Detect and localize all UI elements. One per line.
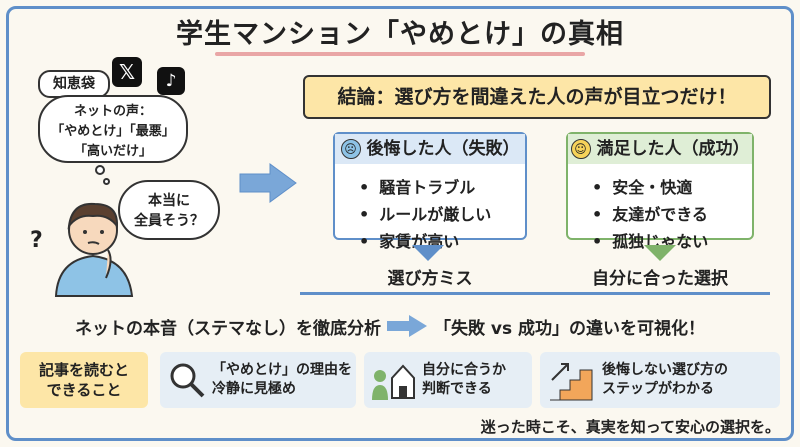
benefits-label: 記事を読むと できること <box>20 352 148 408</box>
benefit-1-line2: 冷静に見極め <box>212 381 296 397</box>
benefit-1-text: 「やめとけ」の理由を 冷静に見極め <box>212 361 352 399</box>
question-bubble: 本当に 全員そう？ <box>118 180 220 240</box>
stairs-icon <box>550 363 593 401</box>
benefit-card-2: 自分に合うか 判断できる <box>364 352 532 408</box>
success-list: 安全・快適 友達ができる 孤独じゃない <box>592 174 708 255</box>
net-voice-line3: 「高いだけ」 <box>73 144 152 159</box>
success-card-title: 満足した人（成功） <box>596 139 750 159</box>
right-arrow-icon <box>239 163 297 203</box>
fail-card-title: 後悔した人（失敗） <box>366 139 520 159</box>
benefit-card-1: 「やめとけ」の理由を 冷静に見極め <box>160 352 356 408</box>
smile-face-icon: ☺ <box>570 139 591 159</box>
benefit-3-text: 後悔しない選び方の ステップがわかる <box>602 361 728 399</box>
success-card-header: ☺満足した人（成功） <box>568 134 752 164</box>
list-item: 孤独じゃない <box>592 228 708 255</box>
success-down-arrow-icon <box>644 245 676 261</box>
fail-result: 選び方ミス <box>387 269 473 289</box>
sad-face-icon: ☹ <box>340 139 361 159</box>
analysis-left-text: ネットの本音（ステマなし）を徹底分析 <box>75 319 381 339</box>
net-voice-bubble: ネットの声： 「やめとけ」「最悪」 「高いだけ」 <box>38 95 188 163</box>
net-voice-line1: ネットの声： <box>73 104 152 119</box>
thought-dot-2 <box>103 178 110 185</box>
success-card: ☺満足した人（成功） 安全・快適 友達ができる 孤独じゃない <box>566 132 754 251</box>
benefit-1-line1: 「やめとけ」の理由を <box>212 362 352 378</box>
page-frame <box>6 6 794 441</box>
analysis-right-text: 「失敗 vs 成功」の違いを可視化！ <box>434 319 706 339</box>
question-line2: 全員そう？ <box>134 213 204 229</box>
fail-card-header: ☹後悔した人（失敗） <box>335 134 525 164</box>
question-mark: ? <box>30 228 43 253</box>
list-item: ルールが厳しい <box>359 201 491 228</box>
analysis-arrow-icon <box>387 315 427 337</box>
conclusion-banner: 結論：選び方を間違えた人の声が目立つだけ！ <box>303 75 771 119</box>
page-title: 学生マンション「やめとけ」の真相 <box>176 19 624 50</box>
benefit-card-3: 後悔しない選び方の ステップがわかる <box>540 352 780 408</box>
x-logo-icon: 𝕏 <box>112 57 142 87</box>
benefit-2-text: 自分に合うか 判断できる <box>422 361 506 399</box>
benefit-2-line1: 自分に合うか <box>422 362 506 378</box>
person-house-icon <box>372 364 415 400</box>
list-item: 友達ができる <box>592 201 708 228</box>
list-item: 騒音トラブル <box>359 174 491 201</box>
title-underline <box>215 52 585 56</box>
fail-list: 騒音トラブル ルールが厳しい 家賃が高い <box>359 174 491 255</box>
benefits-label-line2: できること <box>46 381 122 399</box>
list-item: 安全・快適 <box>592 174 708 201</box>
fail-down-arrow-icon <box>412 245 444 261</box>
benefit-3-line1: 後悔しない選び方の <box>602 362 728 378</box>
benefits-label-line1: 記事を読むと <box>38 361 129 379</box>
question-line1: 本当に <box>148 193 190 209</box>
results-bracket-line <box>300 292 770 295</box>
magnifier-icon <box>170 363 205 398</box>
net-voice-line2: 「やめとけ」「最悪」 <box>51 124 175 139</box>
thinking-person-illustration <box>54 202 134 297</box>
benefit-2-line2: 判断できる <box>422 381 492 397</box>
fail-card: ☹後悔した人（失敗） 騒音トラブル ルールが厳しい 家賃が高い <box>333 132 527 251</box>
benefit-3-line2: ステップがわかる <box>602 381 714 397</box>
success-result: 自分に合った選択 <box>592 269 728 289</box>
tiktok-logo-icon: ♪ <box>157 67 185 95</box>
footer-tagline: 迷った時こそ、真実を知って安心の選択を。 <box>480 418 780 436</box>
chiebukuro-badge: 知恵袋 <box>38 70 110 98</box>
thought-dot-1 <box>95 165 105 175</box>
